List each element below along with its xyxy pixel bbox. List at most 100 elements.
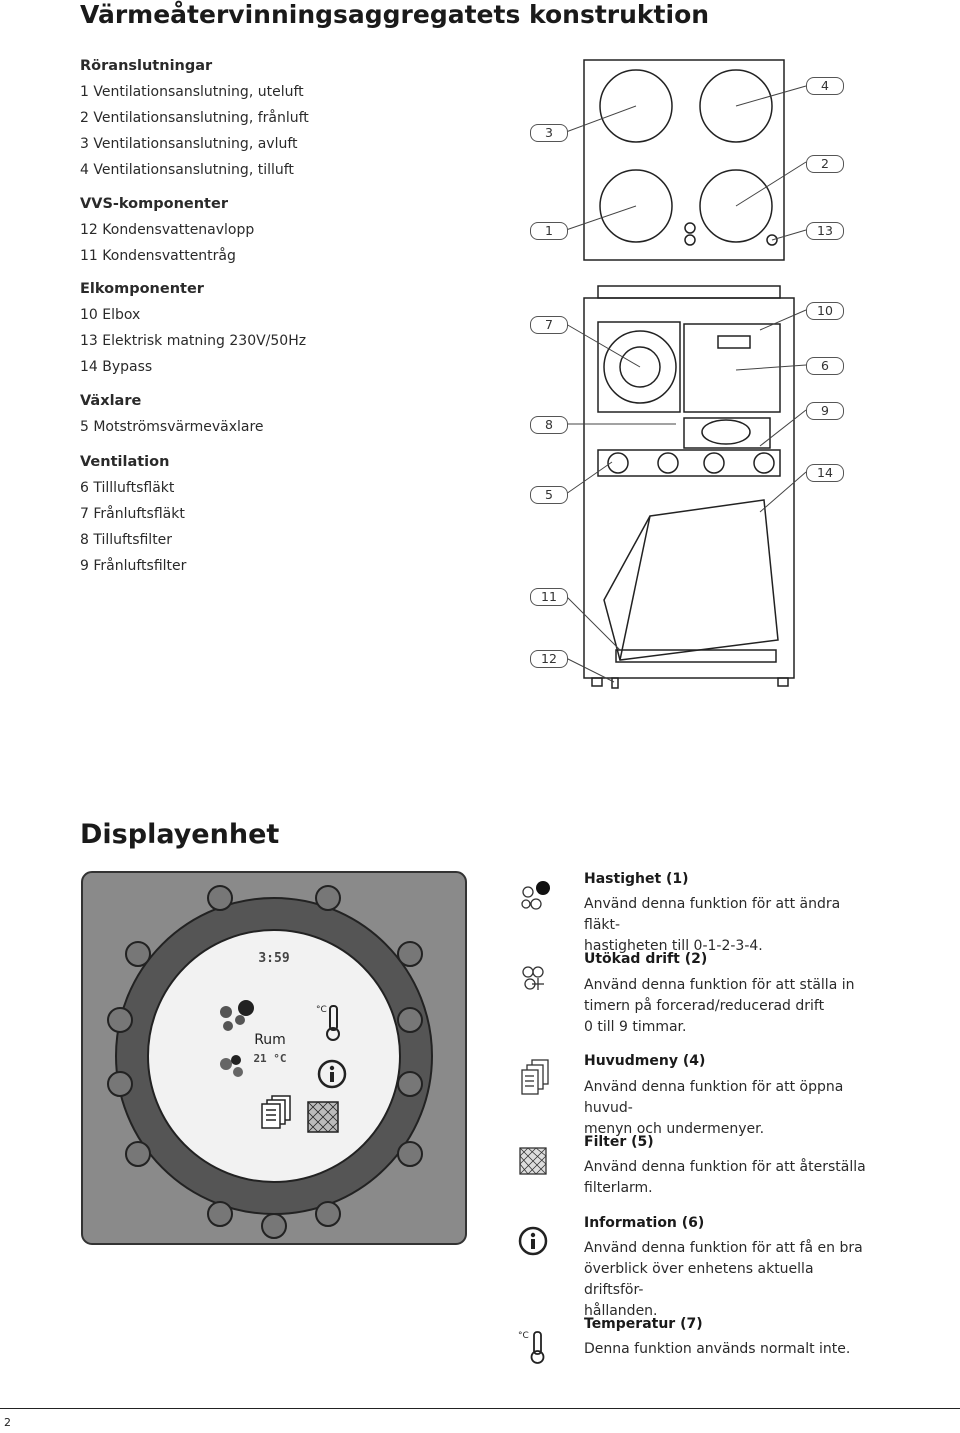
- function-title: Information (6): [584, 1215, 705, 1231]
- description-line: hastigheten till 0-1-2-3-4.: [584, 938, 763, 954]
- screen-extended-icon: [220, 1055, 243, 1077]
- function-description: Använd denna funktion för att återställa…: [584, 1157, 874, 1199]
- leader-line: [771, 229, 807, 241]
- screen-temperature: 21 °C: [253, 1052, 286, 1065]
- display-button[interactable]: [261, 1213, 287, 1239]
- display-button[interactable]: [207, 1201, 233, 1227]
- function-description: Använd denna funktion för att få en bra …: [584, 1238, 874, 1322]
- legend-item: 7 Frånluftsfläkt: [80, 506, 185, 522]
- legend-section-title: Ventilation: [80, 454, 170, 470]
- leader-line: [759, 471, 807, 513]
- heat-exchanger-edge: [619, 515, 651, 661]
- legend-item: 14 Bypass: [80, 359, 153, 375]
- port-3-circle: [599, 69, 673, 143]
- callout-7: 7: [530, 316, 568, 334]
- function-description: Använd denna funktion för att ställa in …: [584, 975, 874, 1038]
- exhaust-fan-hub: [619, 346, 661, 388]
- legend-section-title: Elkomponenter: [80, 281, 204, 297]
- port-1-circle: [599, 169, 673, 243]
- function-description: Använd denna funktion för att ändra fläk…: [584, 894, 874, 957]
- callout-9: 9: [806, 402, 844, 420]
- description-line: Använd denna funktion för att ändra fläk…: [584, 896, 841, 933]
- screen-info-icon: [317, 1059, 347, 1089]
- callout-2: 2: [806, 155, 844, 173]
- description-line: överblick över enhetens aktuella driftsf…: [584, 1261, 814, 1298]
- leader-line: [565, 461, 613, 495]
- description-line: filterlarm.: [584, 1180, 653, 1196]
- footer-rule: [0, 1408, 960, 1409]
- electrical-box-10: [683, 323, 781, 413]
- callout-1: 1: [530, 222, 568, 240]
- callout-10: 10: [806, 302, 844, 320]
- page-number: 2: [4, 1416, 11, 1429]
- fan-speed-icon: [521, 881, 550, 910]
- legend-item: 4 Ventilationsanslutning, tilluft: [80, 162, 294, 178]
- function-description: Denna funktion används normalt inte.: [584, 1339, 874, 1360]
- unit-top-edge: [597, 285, 781, 299]
- display-button[interactable]: [315, 1201, 341, 1227]
- function-title: Hastighet (1): [584, 871, 689, 887]
- legend-item: 11 Kondensvattentråg: [80, 248, 236, 264]
- legend-item: 9 Frånluftsfilter: [80, 558, 187, 574]
- screen-thermometer-icon: °C: [316, 1005, 340, 1041]
- condensate-connector: [684, 222, 696, 234]
- callout-14: 14: [806, 464, 844, 482]
- power-connector: [766, 234, 778, 246]
- leader-line: [565, 205, 637, 231]
- port-4-circle: [699, 69, 773, 143]
- port-2-circle: [699, 169, 773, 243]
- description-line: hållanden.: [584, 1303, 658, 1319]
- display-button[interactable]: [397, 1007, 423, 1033]
- display-button[interactable]: [397, 1141, 423, 1167]
- elbox-display: [717, 335, 751, 349]
- callout-3: 3: [530, 124, 568, 142]
- leader-line: [565, 323, 641, 368]
- exhaust-fan-housing: [597, 321, 681, 413]
- svg-text:°C: °C: [518, 1331, 529, 1341]
- page-title: Värmeåtervinningsaggregatets konstruktio…: [80, 0, 710, 29]
- display-button[interactable]: [315, 885, 341, 911]
- function-description: Använd denna funktion för att öppna huvu…: [584, 1077, 874, 1140]
- description-line: timern på forcerad/reducerad drift: [584, 998, 825, 1014]
- leader-line: [565, 105, 637, 133]
- description-line: Använd denna funktion för att få en bra: [584, 1240, 863, 1256]
- display-button[interactable]: [107, 1007, 133, 1033]
- display-button[interactable]: [107, 1071, 133, 1097]
- filter-rail: [597, 449, 781, 477]
- display-button[interactable]: [125, 1141, 151, 1167]
- svg-text:°C: °C: [316, 1005, 327, 1015]
- legend-item: 10 Elbox: [80, 307, 141, 323]
- display-button[interactable]: [397, 941, 423, 967]
- callout-13: 13: [806, 222, 844, 240]
- filter-knob: [607, 452, 629, 474]
- screen-menu-icon: [261, 1095, 291, 1129]
- leader-line: [735, 364, 807, 371]
- screen-fan-icon: [220, 1000, 254, 1031]
- description-line: menyn och undermenyer.: [584, 1121, 765, 1137]
- function-title: Filter (5): [584, 1134, 654, 1150]
- temperature-icon: °C: [518, 1331, 545, 1364]
- unit-top-view: [583, 59, 785, 261]
- function-title: Temperatur (7): [584, 1316, 703, 1332]
- display-button[interactable]: [125, 941, 151, 967]
- leader-line: [565, 595, 621, 651]
- legend-item: 5 Motströmsvärmeväxlare: [80, 419, 264, 435]
- condensate-connector: [684, 234, 696, 246]
- leader-line: [759, 309, 807, 331]
- supply-fan-wheel: [701, 419, 751, 445]
- unit-foot: [777, 677, 789, 687]
- unit-foot: [591, 677, 603, 687]
- description-line: Använd denna funktion för att återställa: [584, 1159, 866, 1175]
- function-title: Utökad drift (2): [584, 951, 708, 967]
- condensate-tray-11: [615, 649, 777, 663]
- display-button[interactable]: [207, 885, 233, 911]
- description-line: Använd denna funktion för att ställa in: [584, 977, 855, 993]
- leader-line: [759, 409, 807, 447]
- callout-11: 11: [530, 588, 568, 606]
- legend-item: 12 Kondensvattenavlopp: [80, 222, 255, 238]
- filter-icon: [519, 1147, 547, 1175]
- display-section-title: Displayenhet: [80, 819, 280, 850]
- leader-line: [565, 657, 615, 683]
- filter-knob: [657, 452, 679, 474]
- display-button[interactable]: [397, 1071, 423, 1097]
